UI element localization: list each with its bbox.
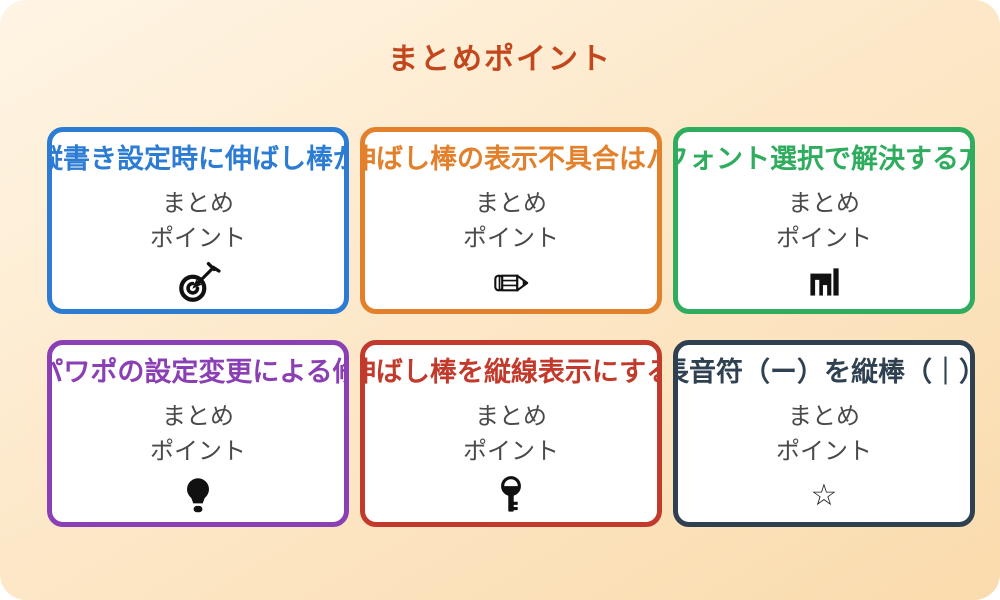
card-body-line: まとめ <box>475 188 547 217</box>
pencil-icon <box>365 257 657 309</box>
card-title: 伸ばし棒の表示不具合はバ <box>365 144 657 175</box>
card-body-line: まとめ <box>788 188 860 217</box>
card-title-clip: 長音符（ー）を縦棒（｜） <box>678 356 970 390</box>
card-grid: 縦書き設定時に伸ばし棒が まとめ ポイント 伸ばし棒の表示不具合はバ <box>47 127 975 527</box>
lightbulb-icon <box>52 470 344 522</box>
card-body: まとめ ポイント <box>150 399 246 469</box>
card-title-clip: フォント選択で解決する方 <box>678 143 970 177</box>
card-body-line: まとめ <box>162 188 234 217</box>
card-body-line: ポイント <box>776 223 872 252</box>
card-long-vowel-bar[interactable]: 長音符（ー）を縦棒（｜） まとめ ポイント ☆ <box>673 340 975 527</box>
card-powerpoint-settings[interactable]: パワポの設定変更による修 まとめ ポイント <box>47 340 349 527</box>
page-title: まとめポイント <box>388 42 612 77</box>
card-title-clip: 伸ばし棒の表示不具合はバ <box>365 143 657 177</box>
card-body: まとめ ポイント <box>776 399 872 469</box>
card-body: まとめ ポイント <box>776 186 872 256</box>
card-body-line: まとめ <box>162 401 234 430</box>
card-title: 伸ばし棒を縦線表示にする <box>365 357 657 388</box>
card-title: パワポの設定変更による修 <box>52 357 344 388</box>
card-vertical-writing-bug[interactable]: 縦書き設定時に伸ばし棒が まとめ ポイント <box>47 127 349 314</box>
star-icon: ☆ <box>678 470 970 522</box>
target-dart-icon <box>52 257 344 309</box>
card-body-line: ポイント <box>150 223 246 252</box>
card-body-line: ポイント <box>776 436 872 465</box>
card-body: まとめ ポイント <box>463 186 559 256</box>
card-title-clip: パワポの設定変更による修 <box>52 356 344 390</box>
card-title-clip: 縦書き設定時に伸ばし棒が <box>52 143 344 177</box>
card-body: まとめ ポイント <box>463 399 559 469</box>
card-title: 長音符（ー）を縦棒（｜） <box>678 357 970 388</box>
bar-chart-icon <box>678 257 970 309</box>
card-title: 縦書き設定時に伸ばし棒が <box>52 144 344 175</box>
card-body-line: まとめ <box>788 401 860 430</box>
card-body-line: ポイント <box>463 223 559 252</box>
card-body-line: ポイント <box>463 436 559 465</box>
card-body: まとめ ポイント <box>150 186 246 256</box>
key-icon <box>365 470 657 522</box>
star-glyph: ☆ <box>810 477 838 513</box>
card-vertical-line-display[interactable]: 伸ばし棒を縦線表示にする まとめ ポイント <box>360 340 662 527</box>
card-title: フォント選択で解決する方 <box>678 144 970 175</box>
card-display-bug[interactable]: 伸ばし棒の表示不具合はバ まとめ ポイント <box>360 127 662 314</box>
card-font-selection[interactable]: フォント選択で解決する方 まとめ ポイント <box>673 127 975 314</box>
card-title-clip: 伸ばし棒を縦線表示にする <box>365 356 657 390</box>
card-body-line: ポイント <box>150 436 246 465</box>
card-body-line: まとめ <box>475 401 547 430</box>
